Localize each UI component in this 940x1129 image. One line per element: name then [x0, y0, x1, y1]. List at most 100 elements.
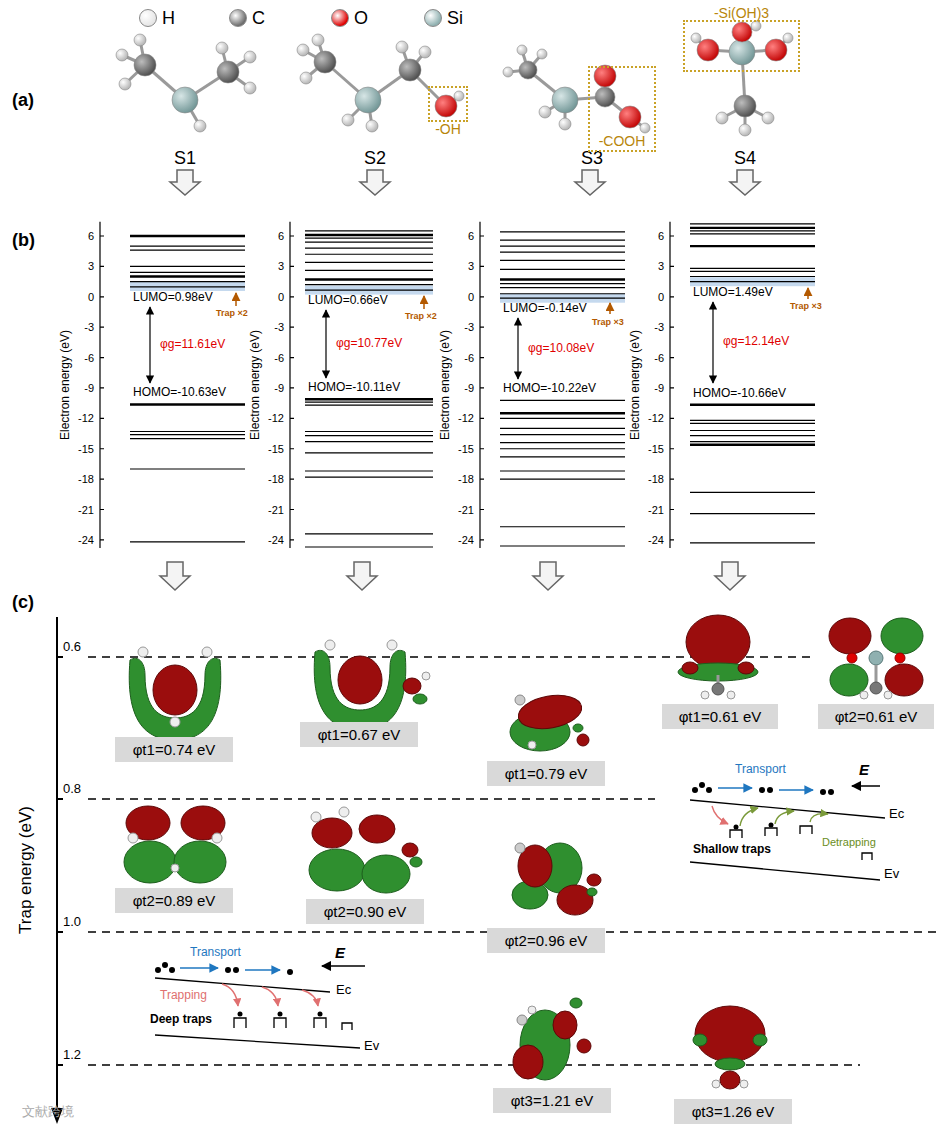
- legend-swatch: [229, 9, 247, 27]
- tick-label: -15: [648, 442, 664, 455]
- tick-label: -21: [78, 503, 94, 516]
- energy-value: φt2=0.89 eV: [133, 892, 216, 909]
- homo-label: HOMO=-10.66eV: [693, 387, 786, 401]
- tick-label: -12: [648, 412, 664, 425]
- energy-box: φt1=0.79 eV: [487, 761, 605, 786]
- tick-label: -18: [648, 473, 664, 486]
- lumo-label: LUMO=-0.14eV: [503, 302, 587, 316]
- trap-level-lines: [88, 657, 936, 1065]
- gap-label: φg=10.08eV: [528, 342, 594, 356]
- homo-label: HOMO=-10.22eV: [503, 382, 596, 396]
- tick-label: -9: [654, 382, 664, 395]
- energy-box: φt3=1.26 eV: [674, 1099, 792, 1124]
- trap-count: Trap ×2: [216, 308, 248, 318]
- panel-letter: (b): [12, 230, 35, 251]
- trap-count: Trap ×2: [405, 311, 437, 321]
- watermark: 文献跨境: [22, 1105, 74, 1120]
- tick-label: 0.8: [63, 782, 81, 797]
- axis-title: Electron energy (eV): [629, 330, 643, 440]
- gap-label: φg=10.77eV: [336, 337, 402, 351]
- tick-label: 0.6: [63, 640, 81, 655]
- trap-count: Trap ×3: [790, 301, 822, 311]
- lumo-label: LUMO=1.49eV: [693, 286, 773, 300]
- deep-trap-sketch: [155, 962, 365, 1048]
- orbital-images: [124, 615, 923, 1089]
- tick-label: -12: [78, 412, 94, 425]
- structure-name: S2: [364, 148, 386, 169]
- band-label: Ec: [889, 807, 904, 822]
- legend-label: H: [162, 8, 175, 29]
- tick-label: -15: [78, 442, 94, 455]
- legend-label: Si: [447, 8, 463, 29]
- legend-swatch: [139, 9, 157, 27]
- band-label: Ec: [336, 983, 351, 998]
- energy-value: φt1=0.74 eV: [133, 741, 216, 758]
- energy-box: φt2=0.96 eV: [487, 928, 605, 953]
- group-label: -OH: [435, 121, 461, 137]
- tick-label: -24: [648, 534, 664, 547]
- process-label: Trapping: [160, 989, 207, 1003]
- tick-label: -9: [274, 382, 284, 395]
- tick-label: -15: [268, 442, 284, 455]
- molecule-s1: [116, 34, 256, 132]
- trap-energy-axis: [51, 617, 63, 1124]
- axis-title: Electron energy (eV): [249, 330, 263, 440]
- group-label: -COOH: [599, 133, 646, 149]
- tick-label: -24: [268, 534, 284, 547]
- legend-label: O: [354, 8, 368, 29]
- energy-levels: [100, 222, 815, 548]
- energy-box: φt3=1.21 eV: [493, 1088, 611, 1113]
- legend-swatch: [331, 9, 349, 27]
- tick-label: 3: [278, 260, 284, 273]
- molecule-s2: [297, 34, 464, 132]
- panel-letter: (c): [12, 592, 34, 613]
- legend-swatch: [424, 9, 442, 27]
- tick-label: -6: [84, 351, 94, 364]
- molecule-s4: [691, 21, 793, 136]
- trap-count: Trap ×3: [592, 317, 624, 327]
- homo-label: HOMO=-10.11eV: [308, 381, 400, 395]
- tick-label: 6: [658, 230, 664, 243]
- tick-label: 0: [468, 290, 474, 303]
- energy-box: φt1=0.74 eV: [115, 737, 233, 762]
- tick-label: 1.2: [63, 1048, 81, 1063]
- trap-type: Shallow traps: [693, 843, 771, 857]
- gap-label: φg=11.61eV: [160, 338, 225, 352]
- tick-label: -21: [458, 503, 474, 516]
- tick-label: 6: [468, 230, 474, 243]
- tick-label: -24: [458, 534, 474, 547]
- tick-label: -3: [654, 321, 664, 334]
- tick-label: -3: [464, 321, 474, 334]
- field-symbol: E: [859, 761, 869, 778]
- energy-value: φt1=0.61 eV: [679, 708, 762, 725]
- process-label: Transport: [735, 763, 786, 777]
- tick-label: -9: [464, 382, 474, 395]
- tick-label: -6: [654, 351, 664, 364]
- energy-box: φt2=0.90 eV: [306, 899, 424, 924]
- panel-letter: (a): [12, 90, 34, 111]
- axis-title: Trap energy (eV): [16, 806, 36, 934]
- tick-label: -21: [268, 503, 284, 516]
- field-symbol: E: [335, 944, 345, 961]
- trap-type: Deep traps: [150, 1013, 212, 1027]
- tick-label: 1.0: [63, 915, 81, 930]
- energy-value: φt1=0.67 eV: [318, 726, 401, 743]
- group-label: -Si(OH)3: [714, 5, 769, 21]
- group-box: -COOH: [588, 66, 656, 152]
- tick-label: 3: [88, 260, 94, 273]
- energy-box: φt2=0.89 eV: [115, 888, 233, 913]
- tick-label: -9: [84, 382, 94, 395]
- axis-title: Electron energy (eV): [59, 330, 73, 440]
- homo-label: HOMO=-10.63eV: [133, 386, 226, 400]
- process-label: Detrapping: [822, 836, 876, 849]
- tick-label: -21: [648, 503, 664, 516]
- tick-label: 3: [658, 260, 664, 273]
- tick-label: -6: [274, 351, 284, 364]
- energy-value: φt2=0.96 eV: [505, 932, 588, 949]
- energy-value: φt1=0.79 eV: [505, 765, 588, 782]
- tick-label: 0: [278, 290, 284, 303]
- gap-label: φg=12.14eV: [723, 335, 789, 349]
- energy-box: φt2=0.61 eV: [818, 704, 934, 729]
